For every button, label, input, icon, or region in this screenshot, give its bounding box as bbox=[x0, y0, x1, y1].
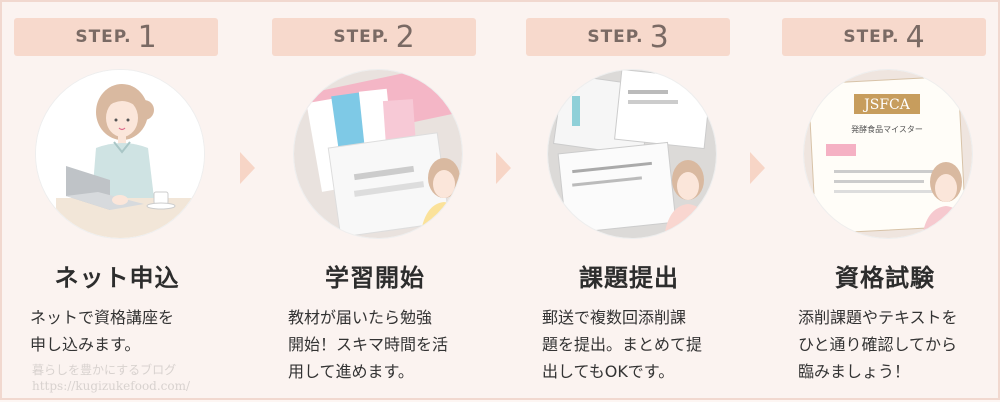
step-title: 課題提出 bbox=[579, 264, 679, 292]
step-word: STEP. bbox=[843, 27, 900, 47]
desc-line: 出してもOKです。 bbox=[542, 362, 675, 381]
step-badge: STEP. 2 bbox=[272, 18, 476, 56]
step-description: 郵送で複数回添削課 題を提出。まとめて提 出してもOKです。 bbox=[542, 304, 737, 385]
step-description: 添削課題やテキストを ひと通り確認してから 臨みましょう！ bbox=[798, 304, 993, 385]
step-title: 学習開始 bbox=[325, 264, 425, 292]
desc-line: 用して進めます。 bbox=[288, 362, 414, 381]
step-1: STEP. 1 bbox=[2, 2, 232, 402]
step-number: 2 bbox=[395, 19, 415, 55]
certificate-photo: JSFCA 発酵食品マイスター bbox=[804, 70, 972, 238]
desc-line: 申し込みます。 bbox=[30, 335, 141, 354]
step-3: STEP. 3 課題提出 郵送で複数回添削課 題を提出 bbox=[514, 2, 744, 402]
assignment-sheets-photo bbox=[548, 70, 716, 238]
chevron-right-icon bbox=[750, 152, 765, 184]
step-description: 教材が届いたら勉強 開始！スキマ時間を活 用して進めます。 bbox=[288, 304, 483, 385]
step-number: 3 bbox=[649, 19, 669, 55]
desc-line: 開始！スキマ時間を活 bbox=[288, 335, 449, 354]
certificate-name: 発酵食品マイスター bbox=[851, 124, 923, 134]
step-badge: STEP. 4 bbox=[782, 18, 986, 56]
woman-laptop-illustration bbox=[36, 70, 204, 238]
step-word: STEP. bbox=[75, 27, 132, 47]
chevron-right-icon bbox=[240, 152, 255, 184]
step-title: 資格試験 bbox=[835, 264, 935, 292]
step-number: 1 bbox=[137, 19, 157, 55]
step-number: 4 bbox=[905, 19, 925, 55]
study-materials-photo bbox=[294, 70, 462, 238]
desc-line: ネットで資格講座を bbox=[30, 308, 175, 327]
desc-line: 郵送で複数回添削課 bbox=[542, 308, 687, 327]
blog-watermark: 暮らしを豊かにするブログ https://kugizukefood.com/ bbox=[32, 362, 190, 394]
desc-line: ひと通り確認してから bbox=[798, 335, 958, 354]
desc-line: 教材が届いたら勉強 bbox=[288, 308, 433, 327]
desc-line: 臨みましょう！ bbox=[798, 362, 911, 381]
step-word: STEP. bbox=[587, 27, 644, 47]
chevron-right-icon bbox=[496, 152, 511, 184]
step-word: STEP. bbox=[333, 27, 390, 47]
step-2: STEP. 2 学習開始 教材が届いたら勉強 開始！ス bbox=[260, 2, 490, 402]
watermark-url: https://kugizukefood.com/ bbox=[32, 379, 191, 393]
step-badge: STEP. 3 bbox=[526, 18, 730, 56]
watermark-text: 暮らしを豊かにするブログ bbox=[32, 363, 177, 377]
certificate-org: JSFCA bbox=[862, 97, 911, 113]
step-badge: STEP. 1 bbox=[14, 18, 218, 56]
step-title: ネット申込 bbox=[54, 264, 180, 292]
step-4: STEP. 4 JSFCA 発酵食品マイスター 資格試験 添削課題やテ bbox=[770, 2, 1000, 402]
desc-line: 題を提出。まとめて提 bbox=[542, 335, 703, 354]
desc-line: 添削課題やテキストを bbox=[798, 308, 958, 327]
step-description: ネットで資格講座を 申し込みます。 bbox=[30, 304, 225, 358]
